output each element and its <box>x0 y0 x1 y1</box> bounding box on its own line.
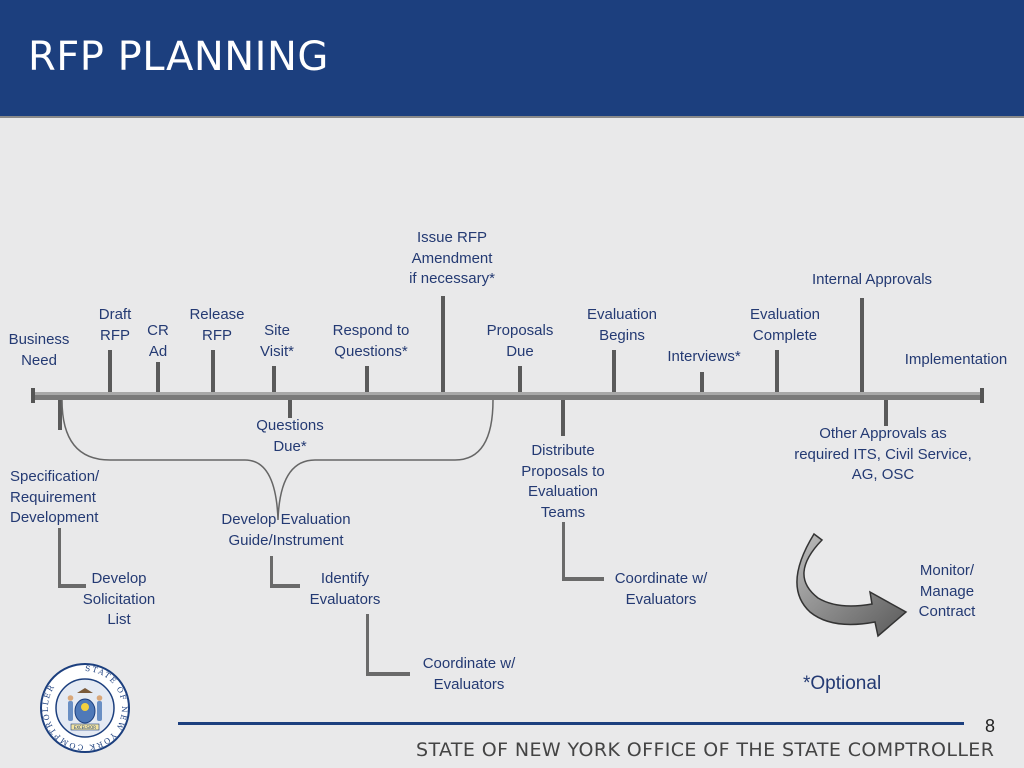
footer-text: STATE OF NEW YORK OFFICE OF THE STATE CO… <box>416 739 995 761</box>
label-draft-rfp: Draft RFP <box>98 306 132 344</box>
connector-distribute-vertical <box>562 522 565 580</box>
connector-identify-vertical <box>366 614 369 676</box>
connector-spec-horizontal <box>58 584 86 588</box>
label-release-rfp: Release RFP <box>189 306 245 344</box>
label-implementation: Implementation <box>904 351 1008 368</box>
label-identify-evaluators: Identify Evaluators <box>309 570 381 608</box>
timeline-axis <box>33 392 983 400</box>
slide-title: RFP PLANNING <box>28 34 329 80</box>
tick-other-approvals <box>884 400 888 426</box>
label-respond-to-questions: Respond to Questions* <box>332 322 410 360</box>
label-monitor-manage-contract: Monitor/ Manage Contract <box>918 562 976 620</box>
label-coordinate-evaluators-2: Coordinate w/ Evaluators <box>422 655 516 693</box>
label-internal-approvals: Internal Approvals <box>811 271 933 288</box>
tick-distribute-proposals <box>561 400 565 436</box>
ticks-above <box>108 296 864 392</box>
optional-note: *Optional <box>803 673 882 694</box>
curved-arrow-icon <box>796 532 908 638</box>
ticks-below <box>58 400 888 436</box>
tick-respond-to-questions <box>365 366 369 392</box>
label-issue-rfp-amendment: Issue RFP Amendment if necessary* <box>409 229 495 287</box>
footer-rule <box>178 722 964 725</box>
new-york-state-seal-icon: STATE OF NEW YORK COMPTROLLER EXCELSIOR <box>40 663 130 753</box>
tick-evaluation-begins <box>612 350 616 392</box>
connector-guide-vertical <box>270 556 273 586</box>
label-coordinate-evaluators-1: Coordinate w/ Evaluators <box>614 570 708 608</box>
label-proposals-due: Proposals Due <box>486 322 554 360</box>
timeline-end-cap-right <box>980 388 984 403</box>
timeline-axis-highlight <box>33 392 983 395</box>
label-site-visit: Site Visit* <box>260 322 294 360</box>
header-bar: RFP PLANNING <box>0 0 1024 118</box>
connector-guide-horizontal <box>270 584 300 588</box>
tick-site-visit <box>272 366 276 392</box>
tick-draft-rfp <box>108 350 112 392</box>
connector-distribute-horizontal <box>562 577 604 581</box>
label-other-approvals: Other Approvals as required ITS, Civil S… <box>794 425 972 483</box>
tick-internal-approvals <box>860 298 864 392</box>
label-distribute-proposals: Distribute Proposals to Evaluation Teams <box>521 442 605 521</box>
label-cr-ad: CR Ad <box>147 322 169 360</box>
tick-questions-due <box>288 400 292 418</box>
tick-proposals-due <box>518 366 522 392</box>
timeline-end-cap-left <box>31 388 35 403</box>
tick-interviews <box>700 372 704 392</box>
label-evaluation-complete: Evaluation Complete <box>749 306 821 344</box>
label-business-need: Business Need <box>8 331 70 369</box>
tick-specification <box>58 400 62 430</box>
label-evaluation-begins: Evaluation Begins <box>586 306 658 344</box>
label-develop-evaluation-guide: Develop Evaluation Guide/Instrument <box>221 511 351 549</box>
connector-spec-vertical <box>58 528 61 586</box>
label-interviews: Interviews* <box>667 348 741 365</box>
connector-identify-horizontal <box>366 672 410 676</box>
page-number: 8 <box>985 716 996 736</box>
bracket-brace <box>61 399 494 521</box>
label-questions-due: Questions Due* <box>256 417 324 455</box>
label-develop-solicitation-list: Develop Solicitation List <box>82 570 156 628</box>
seal-banner: EXCELSIOR <box>74 725 96 730</box>
tick-evaluation-complete <box>775 350 779 392</box>
connectors <box>58 522 604 676</box>
tick-release-rfp <box>211 350 215 392</box>
tick-issue-rfp-amendment <box>441 296 445 392</box>
tick-cr-ad <box>156 362 160 392</box>
label-specification-requirement-development: Specification/ Requirement Development <box>10 468 100 526</box>
